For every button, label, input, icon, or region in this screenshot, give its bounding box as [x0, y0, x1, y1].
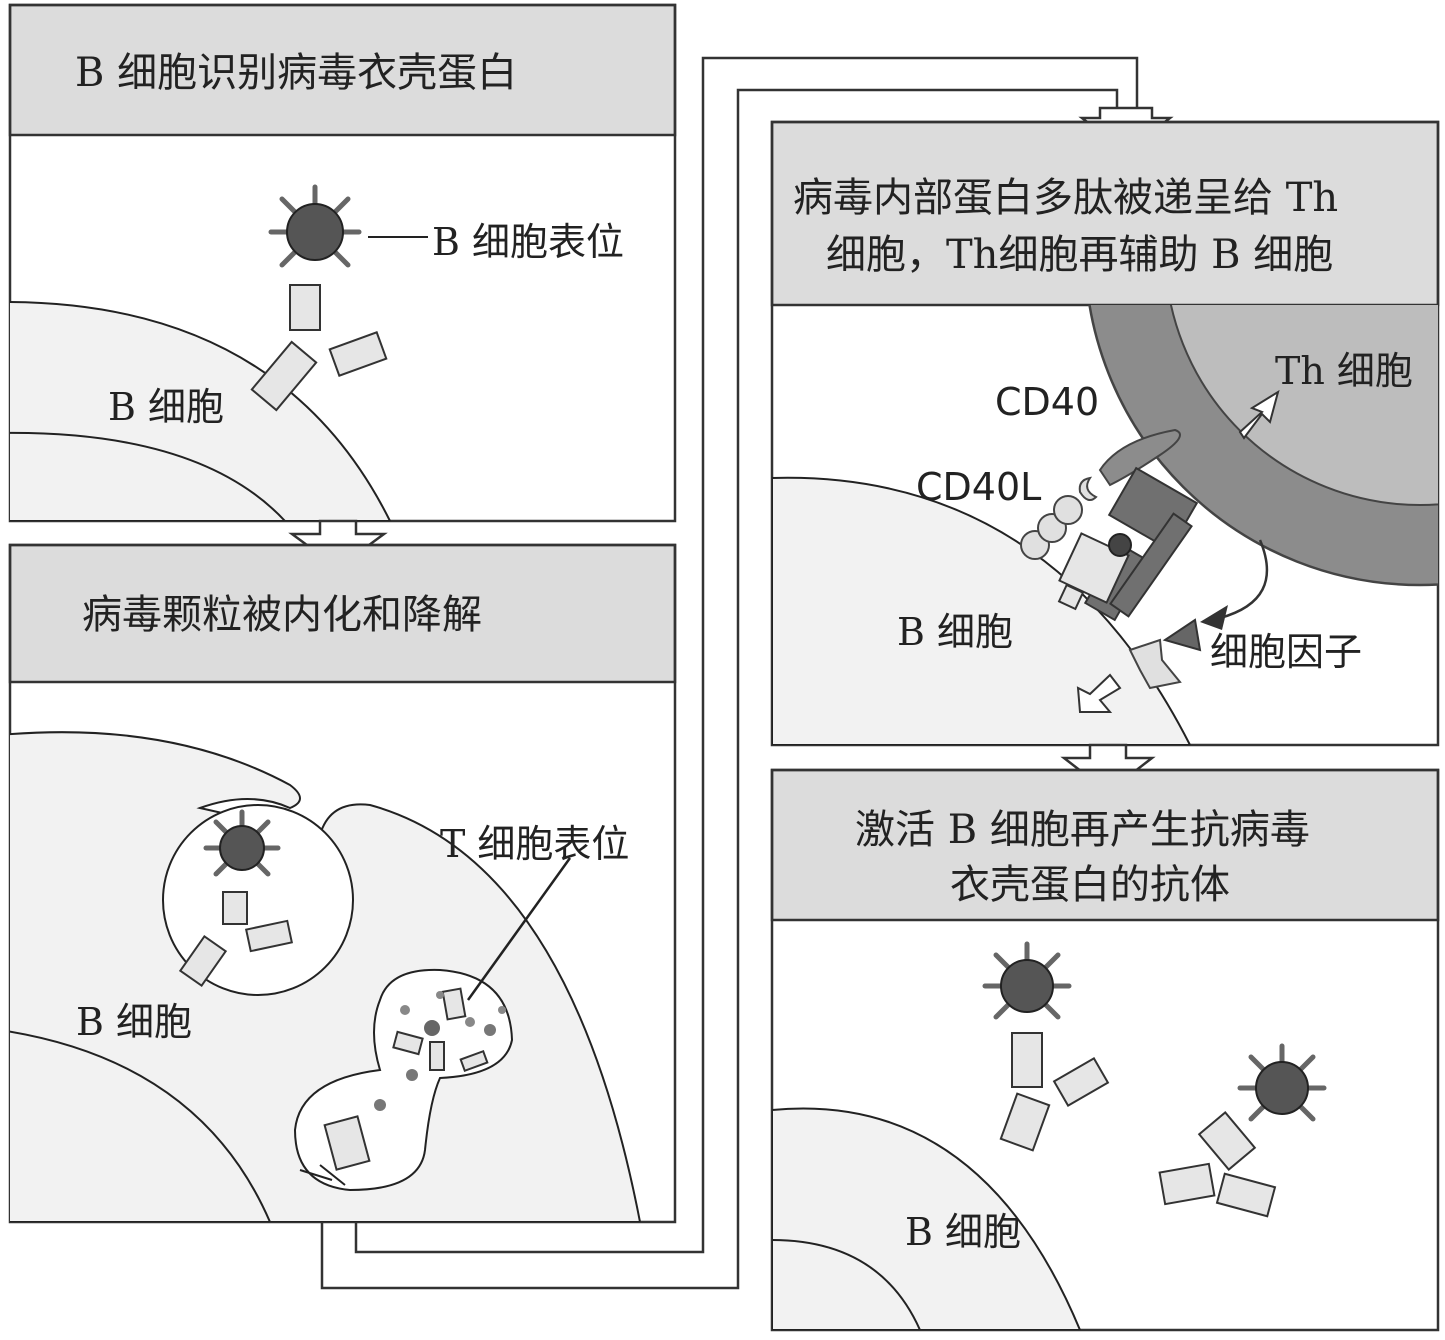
b-cell-membrane — [10, 301, 392, 521]
th-cell-interior — [1170, 305, 1438, 506]
virus-particle — [268, 184, 362, 268]
virus-particle — [1237, 1043, 1327, 1122]
label-cytokine: 细胞因子 — [1210, 630, 1362, 674]
label-b-cell: B 细胞 — [897, 610, 1013, 654]
th-pointer-arrow — [1238, 389, 1280, 440]
antibody — [1158, 1111, 1277, 1218]
label-cd40l: CD40L — [916, 465, 1041, 509]
t-epitope-pointer — [466, 857, 572, 1001]
label-cd40: CD40 — [995, 380, 1099, 424]
panel-3-title-line-1: 病毒内部蛋白多肽被递呈给 Th — [793, 175, 1338, 221]
cd40l-stalk — [1098, 428, 1181, 487]
panel-3-title-line-2: 细胞，Th细胞再辅助 B 细胞 — [826, 232, 1333, 278]
label-b-cell: B 细胞 — [108, 385, 224, 429]
cytokine-release-arrow — [1219, 539, 1269, 620]
label-th-cell: Th 细胞 — [1275, 349, 1413, 393]
panel-4-title-line-2: 衣壳蛋白的抗体 — [950, 862, 1230, 908]
label-t-cell-epitope: T 细胞表位 — [440, 822, 629, 866]
panel-2: 病毒颗粒被内化和降解 — [8, 543, 677, 1224]
antibody — [178, 891, 294, 988]
flow-connector — [320, 56, 1139, 1290]
panel-2-title: 病毒颗粒被内化和降解 — [82, 592, 482, 638]
mhc-receptor — [299, 1115, 371, 1186]
panel-1: B 细胞识别病毒衣壳蛋白 B 细胞表位 B 细胞 — [8, 3, 677, 523]
label-b-cell: B 细胞 — [905, 1210, 1021, 1254]
panel-4-title-line-1: 激活 B 细胞再产生抗病毒 — [855, 807, 1310, 853]
b-cell-inner-line — [772, 1239, 921, 1330]
tcr-mhc-complex — [1057, 466, 1199, 622]
cd40-receptor — [1020, 476, 1098, 560]
signal-arrow — [1076, 673, 1122, 713]
cytokine-molecule — [1162, 618, 1202, 652]
label-b-cell: B 细胞 — [76, 1000, 192, 1044]
b-cell-membrane — [772, 1107, 1082, 1330]
b-cell-inner-line — [10, 1030, 271, 1222]
label-b-cell-epitope: B 细胞表位 — [432, 220, 624, 264]
panel-3-header-bar — [770, 120, 1440, 307]
antibody — [250, 284, 388, 412]
degraded-fragments — [374, 987, 506, 1111]
panel-3: 病毒内部蛋白多肽被递呈给 Th 细胞，Th细胞再辅助 B 细胞 — [770, 120, 1440, 747]
b-cell-membrane — [10, 731, 642, 1222]
virus-particle — [982, 941, 1072, 1020]
antibody — [999, 1032, 1110, 1152]
panel-1-title: B 细胞识别病毒衣壳蛋白 — [75, 50, 517, 96]
b-cell-inner-line — [10, 431, 286, 521]
panel-4: 激活 B 细胞再产生抗病毒 衣壳蛋白的抗体 — [770, 768, 1440, 1332]
panel-4-frame — [770, 768, 1440, 1332]
cytokine-receptor — [1128, 638, 1182, 690]
virus-particle — [203, 809, 281, 877]
cytokine-arrowhead — [1200, 605, 1228, 630]
